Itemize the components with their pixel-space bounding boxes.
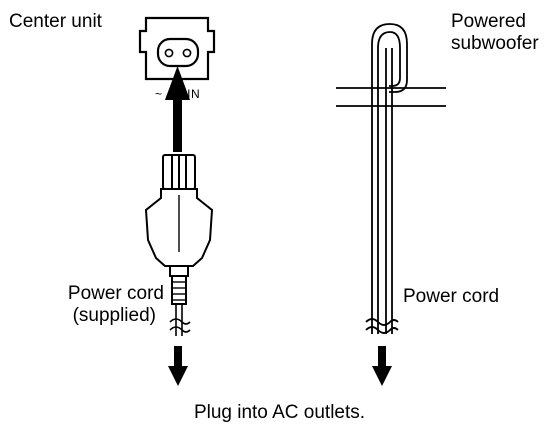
subwoofer-panel-edge xyxy=(336,87,446,107)
down-arrow-right xyxy=(372,346,392,386)
power-cord-right xyxy=(365,23,408,334)
down-arrow-left xyxy=(168,346,188,386)
insertion-arrow xyxy=(165,66,190,152)
ac-in-label: ~ AC IN xyxy=(155,87,201,101)
power-cord-left xyxy=(169,304,191,336)
power-cord-right-label: Power cord xyxy=(403,286,500,307)
center-unit-label: Center unit xyxy=(9,11,102,32)
powered-subwoofer-line2: subwoofer xyxy=(451,33,539,54)
power-cord-left-supplied: (supplied) xyxy=(72,305,156,326)
center-unit-ac-inlet xyxy=(138,16,216,81)
plug-into-outlets-caption: Plug into AC outlets. xyxy=(193,402,366,423)
power-plug-left xyxy=(144,154,214,305)
powered-subwoofer-line1: Powered xyxy=(451,11,526,32)
power-cord-left-label: Power cord xyxy=(67,283,164,304)
ac-socket xyxy=(156,37,200,68)
